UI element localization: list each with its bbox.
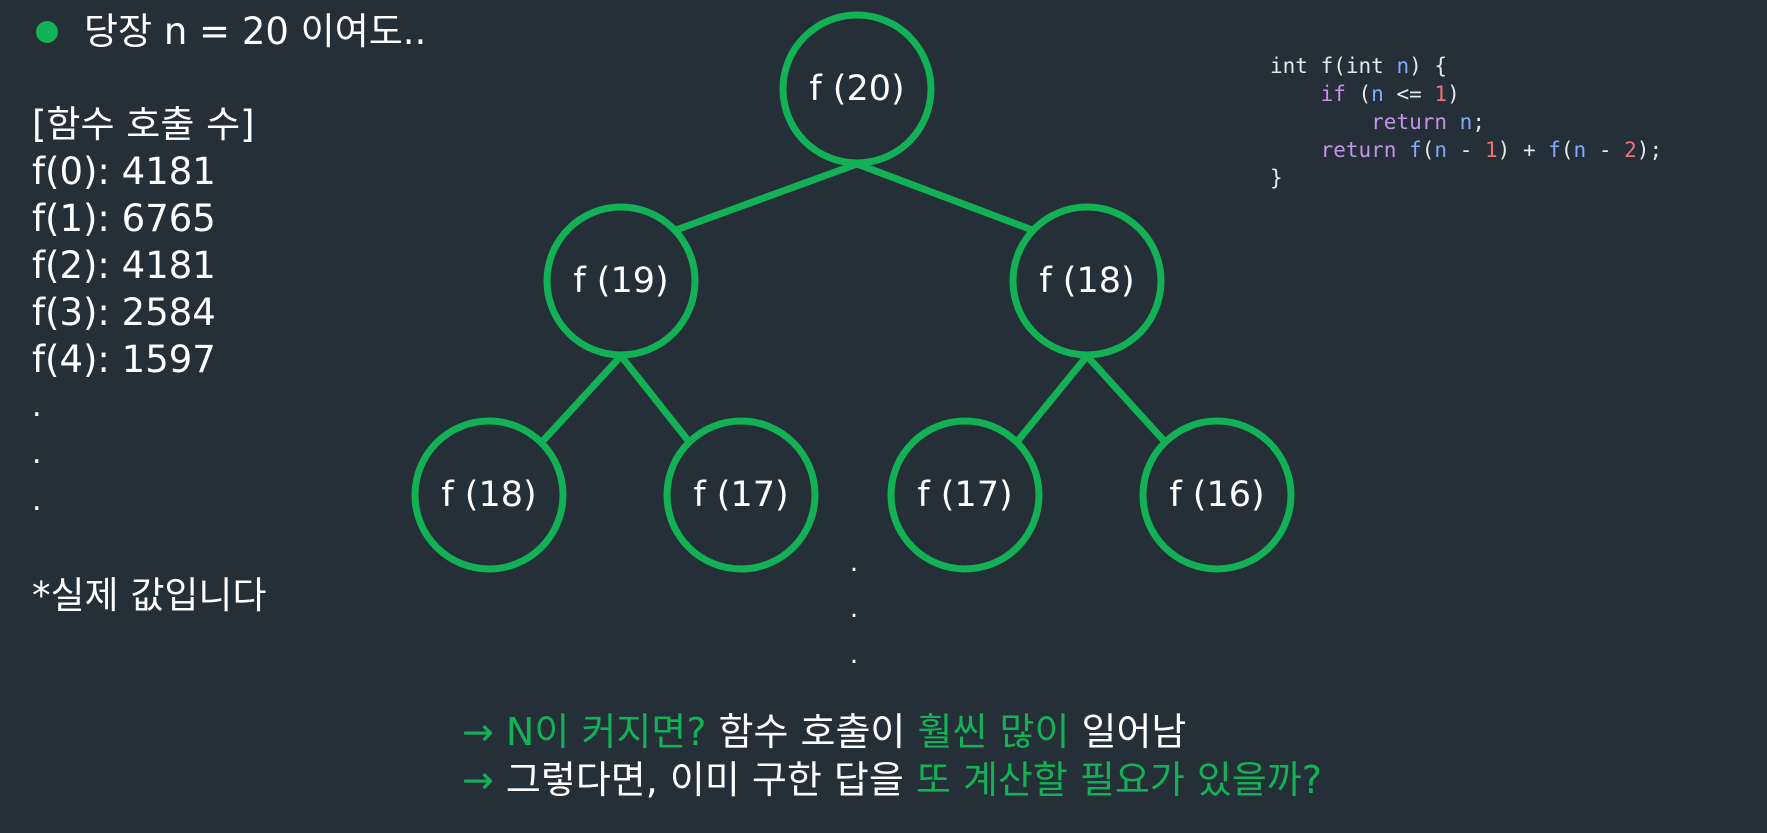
call-count-item: f(4): 1597 <box>32 338 216 381</box>
conclusion-line-2: → 그렇다면, 이미 구한 답을 또 계산할 필요가 있을까? <box>462 758 1322 802</box>
tree-node-label: f (17) <box>693 475 788 515</box>
tree-node-label: f (20) <box>809 69 904 109</box>
tree-node-circle <box>779 11 935 167</box>
tree-ellipsis: . . . <box>846 540 862 678</box>
list-ellipsis-dot: . <box>32 436 42 471</box>
header-text: 당장 n = 20 이여도.. <box>84 10 427 53</box>
call-count-item: f(2): 4181 <box>32 244 216 287</box>
tree-node-label: f (18) <box>441 475 536 515</box>
code-line: return n; <box>1371 110 1485 134</box>
list-ellipsis-dot: . <box>32 389 42 424</box>
call-count-item: f(1): 6765 <box>32 197 216 240</box>
tree-edge <box>538 353 624 446</box>
arrow-icon: → <box>462 758 506 802</box>
tree-ellipsis-dot: . <box>849 640 859 670</box>
tree-node-label: f (16) <box>1169 475 1264 515</box>
header: 당장 n = 20 이여도.. <box>34 8 426 56</box>
conclusion: → N이 커지면? 함수 호출이 훨씬 많이 일어남 → 그렇다면, 이미 구한… <box>462 708 1322 804</box>
tree-node-circle <box>887 417 1043 573</box>
call-count-item: f(0): 4181 <box>32 150 216 193</box>
tree-node-circle <box>543 203 699 359</box>
arrow-icon: → <box>462 710 506 754</box>
call-count-list: [함수 호출 수] f(0): 4181 f(1): 6765 f(2): 41… <box>32 101 255 524</box>
code-line: if (n <= 1) <box>1320 82 1460 106</box>
call-count-item: f(3): 2584 <box>32 291 216 334</box>
tree-edge <box>1013 353 1090 446</box>
code-block: int f(int n) { if (n <= 1) return n; ret… <box>1270 52 1662 192</box>
tree-node-label: f (19) <box>573 261 668 301</box>
tree-node-label: f (17) <box>917 475 1012 515</box>
note-text: *실제 값입니다 <box>32 574 267 617</box>
call-count-title: [함수 호출 수] <box>32 103 255 146</box>
tree-edge <box>618 353 693 446</box>
code-line: } <box>1270 166 1283 190</box>
tree-node-circle <box>411 417 567 573</box>
code-line: int f(int n) { <box>1270 54 1448 78</box>
conclusion-line-1: → N이 커지면? 함수 호출이 훨씬 많이 일어남 <box>462 710 1187 754</box>
tree-edge <box>1084 353 1169 446</box>
tree-edge <box>855 160 1037 235</box>
tree-ellipsis-dot: . <box>849 594 859 624</box>
tree-node-circle <box>1009 203 1165 359</box>
tree-edge <box>674 160 859 234</box>
tree-node-circle <box>1139 417 1295 573</box>
tree-node-label: f (18) <box>1039 261 1134 301</box>
tree-node-circle <box>663 417 819 573</box>
list-ellipsis-dot: . <box>32 483 42 518</box>
tree-ellipsis-dot: . <box>849 548 859 578</box>
code-line: return f(n - 1) + f(n - 2); <box>1320 138 1663 162</box>
bullet-icon <box>36 21 58 43</box>
